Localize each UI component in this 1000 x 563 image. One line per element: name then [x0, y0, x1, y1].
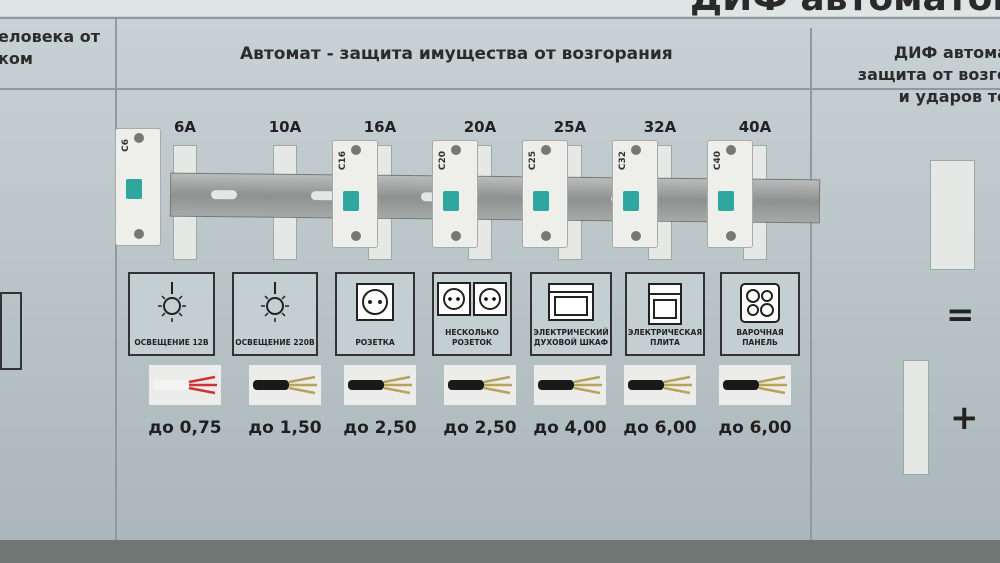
circuit-breaker: C40: [707, 140, 753, 248]
circuit-breaker: C6: [115, 128, 161, 246]
plus-symbol: +: [950, 398, 979, 438]
cable-section-value: до 4,00: [533, 418, 607, 438]
load-card: ЭЛЕКТРИЧЕСКАЯ ПЛИТА: [625, 272, 705, 356]
amperage-label: 10A: [268, 118, 302, 136]
breaker-rating: C40: [713, 151, 723, 171]
load-card: ОСВЕЩЕНИЕ 220В: [232, 272, 318, 356]
header-line: ДИФ автома: [893, 43, 1000, 62]
load-caption: ЭЛЕКТРИЧЕСКАЯ ПЛИТА: [627, 328, 703, 347]
amperage-label: 6A: [173, 118, 197, 136]
load-caption: НЕСКОЛЬКО РОЗЕТОК: [445, 328, 499, 347]
header-line: защита от возго: [857, 65, 1000, 84]
load-caption: ВАРОЧНАЯ ПАНЕЛЬ: [736, 328, 784, 347]
circuit-breaker: C25: [522, 140, 568, 248]
breaker-lever: [443, 191, 459, 211]
cable-section-value: до 6,00: [718, 418, 792, 438]
amperage-label: 40A: [738, 118, 772, 136]
cable-section-value: до 6,00: [623, 418, 697, 438]
right-rail-slot: [903, 360, 929, 475]
load-caption: РОЗЕТКА: [355, 338, 395, 347]
breaker-rating: C32: [618, 151, 628, 171]
load-card: ВАРОЧНАЯ ПАНЕЛЬ: [720, 272, 800, 356]
breaker-rating: C6: [121, 139, 131, 152]
load-card: ЭЛЕКТРИЧЕСКИЙ ДУХОВОЙ ШКАФ: [530, 272, 612, 356]
cable-sample: [444, 365, 516, 405]
breaker-rating: C25: [528, 151, 538, 171]
circuit-breaker: C20: [432, 140, 478, 248]
table-edge: [0, 540, 1000, 563]
amperage-label: 16A: [363, 118, 397, 136]
divider: [115, 17, 117, 547]
load-caption: ОСВЕЩЕНИЕ 12В: [134, 338, 209, 347]
left-header: еловека от ком: [0, 26, 100, 70]
right-rail-slot: [930, 160, 975, 270]
top-title: ДИФ автоматов: [690, 0, 1000, 19]
left-icon-box: [0, 292, 22, 370]
display-board: ДИФ автоматов еловека от ком Автомат - з…: [0, 0, 1000, 548]
cable-section-value: до 2,50: [443, 418, 517, 438]
cable-section-value: до 2,50: [343, 418, 417, 438]
load-card: ОСВЕЩЕНИЕ 12В: [128, 272, 215, 356]
amperage-label: 20A: [463, 118, 497, 136]
header-line: и ударов то: [898, 87, 1000, 106]
equals-symbol: =: [946, 295, 975, 335]
circuit-breaker: C32: [612, 140, 658, 248]
divider: [0, 17, 1000, 19]
cable-section-value: до 1,50: [248, 418, 322, 438]
load-card: РОЗЕТКА: [335, 272, 415, 356]
breaker-rating: C20: [438, 151, 448, 171]
header-line: еловека от: [0, 27, 101, 46]
main-header: Автомат - защита имущества от возгорания: [240, 44, 673, 64]
load-caption: ЭЛЕКТРИЧЕСКИЙ ДУХОВОЙ ШКАФ: [533, 328, 609, 347]
top-band: [0, 0, 1000, 16]
breaker-lever: [718, 191, 734, 211]
breaker-lever: [533, 191, 549, 211]
cable-sample: [149, 365, 221, 405]
load-card: НЕСКОЛЬКО РОЗЕТОК: [432, 272, 512, 356]
breaker-rating: C16: [338, 151, 348, 171]
right-header: ДИФ автома защита от возго и ударов то: [848, 42, 1000, 108]
cable-sample: [624, 365, 696, 405]
breaker-lever: [343, 191, 359, 211]
cable-sample: [344, 365, 416, 405]
cable-sample: [249, 365, 321, 405]
divider: [810, 28, 812, 548]
header-line: ком: [0, 49, 33, 68]
load-caption: ОСВЕЩЕНИЕ 220В: [235, 338, 315, 347]
breaker-lever: [126, 179, 142, 199]
circuit-breaker: C16: [332, 140, 378, 248]
cable-section-value: до 0,75: [148, 418, 222, 438]
amperage-label: 32A: [643, 118, 677, 136]
cable-sample: [534, 365, 606, 405]
breaker-lever: [623, 191, 639, 211]
divider: [0, 88, 1000, 90]
amperage-label: 25A: [553, 118, 587, 136]
cable-sample: [719, 365, 791, 405]
